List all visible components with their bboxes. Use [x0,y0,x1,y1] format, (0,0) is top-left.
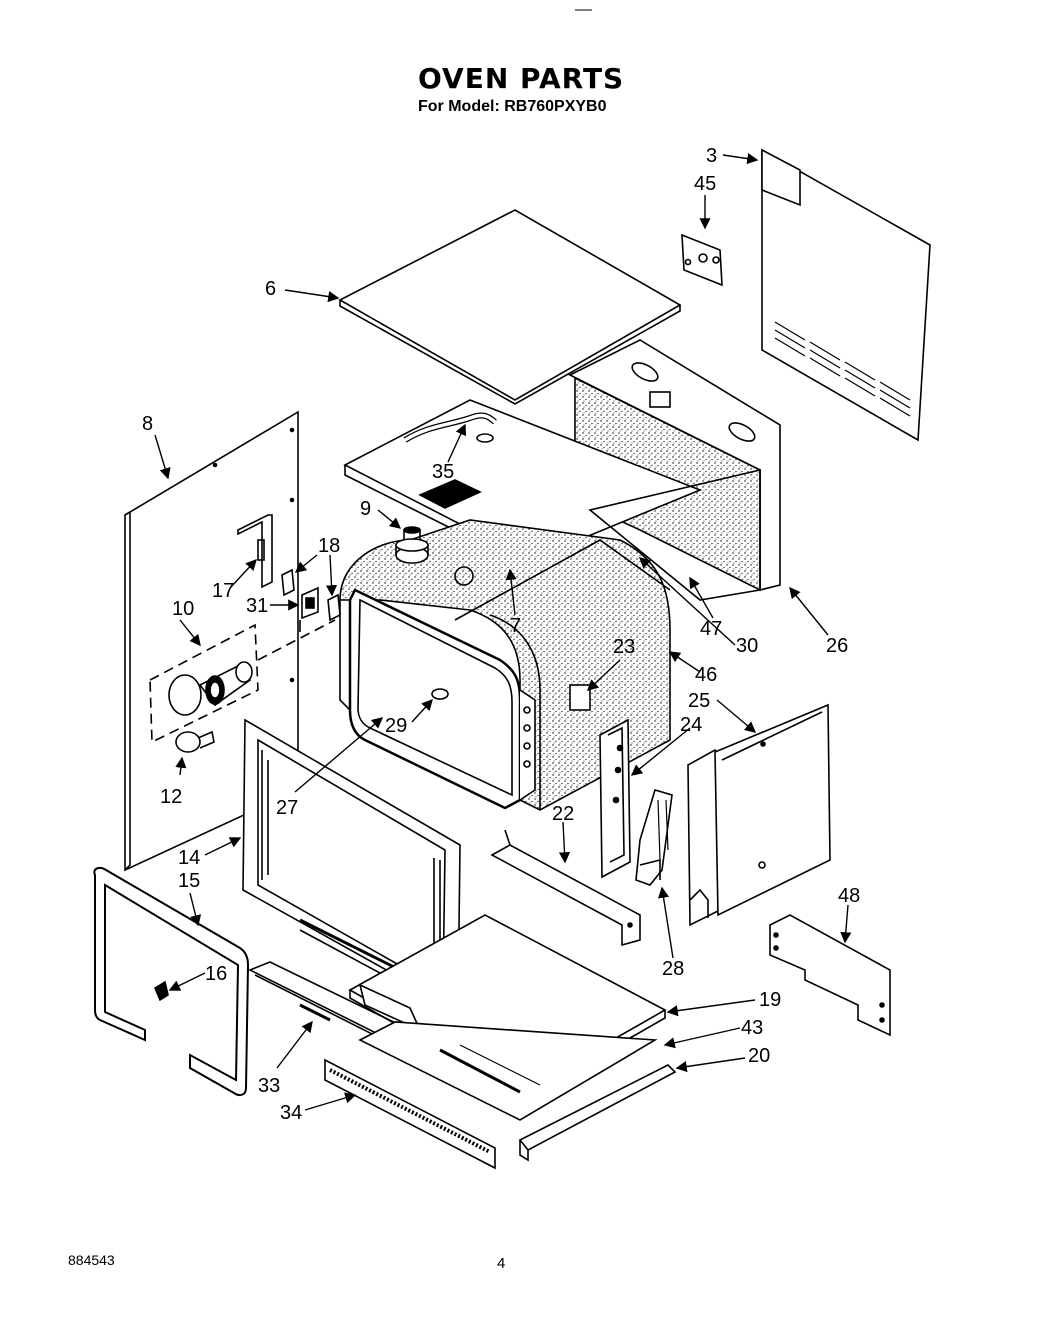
callout-19: 19 [759,989,781,1011]
kick-plate-part [324,1058,496,1170]
side-panel-25-part [687,703,831,927]
callout-7: 7 [510,615,521,637]
callout-22: 22 [552,803,574,825]
callout-10: 10 [172,598,194,620]
rail-20-part [518,1064,677,1162]
callout-46: 46 [695,664,717,686]
callout-18: 18 [318,535,340,557]
top-panel-part [338,209,682,405]
callout-3: 3 [706,145,717,167]
callout-9: 9 [360,498,371,520]
leader-lines [154,153,852,1111]
callout-26: 26 [826,635,848,657]
page-title: OVEN PARTS [418,62,625,95]
document-number: 884543 [68,1252,115,1268]
insulation-pad-part [588,468,761,601]
callout-30: 30 [736,635,758,657]
switch-parts-18-31 [281,568,341,632]
callout-45: 45 [694,173,716,195]
callout-12: 12 [160,786,182,808]
callout-31: 31 [246,595,268,617]
callout-35: 35 [432,461,454,483]
callout-labels: 3 45 6 8 35 9 18 17 31 10 7 47 30 26 23 … [142,145,860,1124]
light-bulb-part [175,730,215,753]
callout-23: 23 [613,636,635,658]
side-rail-22-part [490,829,641,947]
callout-6: 6 [265,278,276,300]
callout-16: 16 [205,963,227,985]
thermostat-assembly-part [149,619,336,744]
callout-8: 8 [142,413,153,435]
lower-panel-part [358,1021,658,1121]
callout-34: 34 [280,1102,302,1124]
callout-48: 48 [838,885,860,907]
callout-25: 25 [688,690,710,712]
callout-20: 20 [748,1045,770,1067]
callout-29: 29 [385,715,407,737]
oven-cavity-part [339,519,671,811]
model-subtitle: For Model: RB760PXYB0 [418,98,607,115]
rear-panel-part [761,148,931,764]
callout-14: 14 [178,847,200,869]
bracket-17-part [237,514,273,589]
hinge-receiver-part [599,718,631,879]
callout-24: 24 [680,714,702,736]
callout-33: 33 [258,1075,280,1097]
door-gasket-part [93,866,250,1097]
callout-47: 47 [700,618,722,640]
burner-head-part [395,526,429,564]
bracket-48-part [769,914,891,1037]
callout-15: 15 [178,870,200,892]
callout-28: 28 [662,958,684,980]
oven-front-frame [348,588,536,810]
callout-17: 17 [212,580,234,602]
callout-27: 27 [276,797,298,819]
page-number: 4 [497,1255,506,1272]
callout-43: 43 [741,1017,763,1039]
bracket-45-part [681,233,723,287]
door-hinge-part [635,789,673,886]
